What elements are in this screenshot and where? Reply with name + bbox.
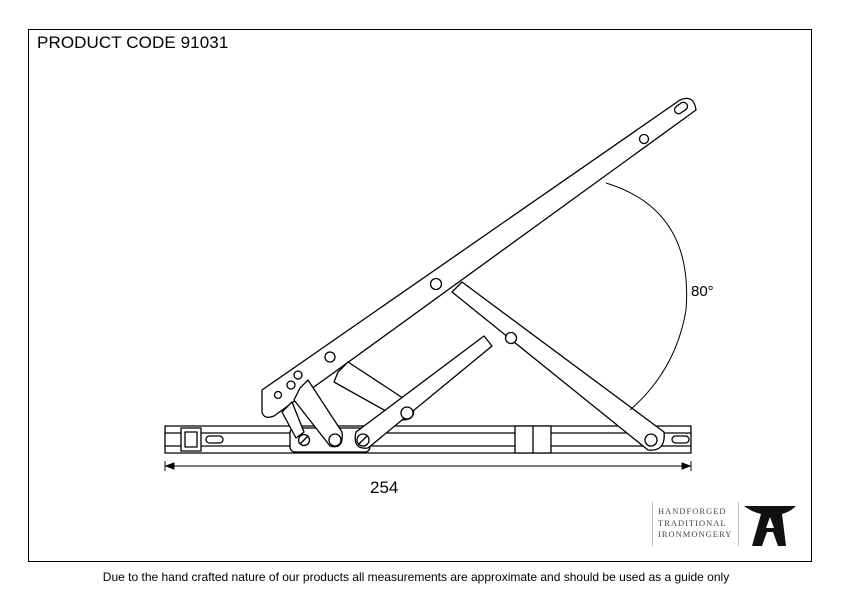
- logo-divider-right: [738, 502, 739, 546]
- dimension-line: [164, 461, 692, 471]
- company-logo: HANDFORGED TRADITIONAL IRONMONGERY: [652, 502, 802, 548]
- disclaimer-text: Due to the hand crafted nature of our pr…: [102, 570, 730, 584]
- link-arm-1: [293, 379, 343, 448]
- angle-label: 80°: [691, 283, 714, 300]
- sash-arm: [261, 97, 697, 418]
- link-arm-4: [281, 401, 305, 439]
- base-track: [164, 425, 692, 454]
- length-label: 254: [370, 478, 398, 497]
- angle-arc: [605, 182, 688, 411]
- anvil-icon: [744, 506, 796, 546]
- logo-line-2: TRADITIONAL: [658, 517, 727, 528]
- drawing-frame: [28, 29, 812, 562]
- link-arm-3: [354, 335, 493, 449]
- logo-divider-left: [652, 502, 653, 546]
- support-arm: [451, 281, 665, 451]
- logo-line-1: HANDFORGED: [658, 506, 727, 516]
- logo-line-3: IRONMONGERY: [658, 529, 733, 539]
- product-code-label: PRODUCT CODE 91031: [37, 33, 229, 52]
